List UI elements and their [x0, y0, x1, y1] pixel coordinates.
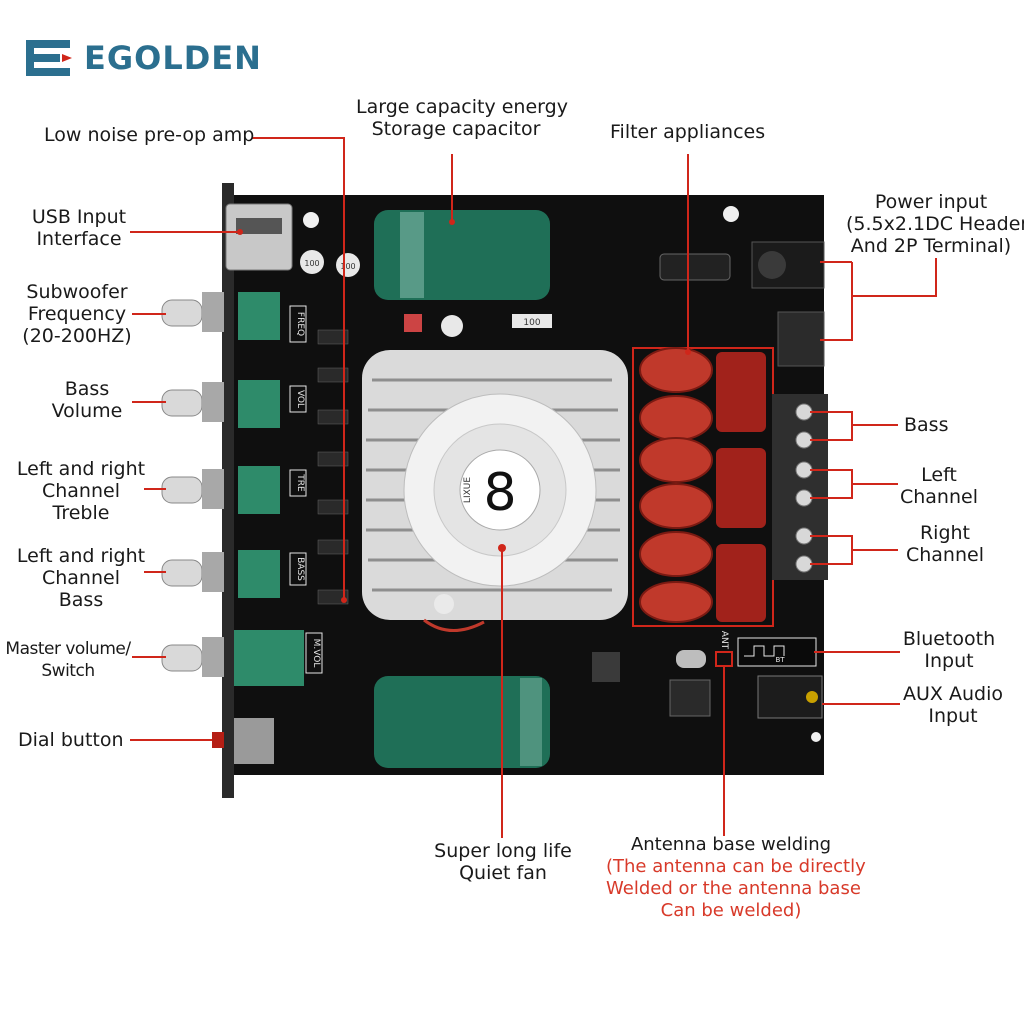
callout-lr-bass-line1: Left and right: [16, 545, 146, 567]
callout-capacitor-line1: Large capacity energy: [356, 96, 568, 118]
callout-master: Master volume/ Switch: [4, 638, 132, 682]
fan-hub-label: LIXUE: [463, 477, 473, 503]
callout-bass-volume: Bass Volume: [40, 378, 134, 422]
knob-lr-bass: [161, 550, 280, 598]
egolden-logo-icon: [26, 40, 72, 76]
mount-hole: [303, 212, 319, 228]
callout-usb-line2: Interface: [36, 228, 122, 250]
callout-fan-line1: Super long life: [434, 840, 572, 862]
callout-low-noise: Low noise pre-op amp: [44, 124, 255, 146]
callout-left-channel-line2: Channel: [899, 486, 978, 508]
callout-usb-line1: USB Input: [31, 206, 127, 228]
bt-label: BT: [775, 656, 785, 664]
callout-treble-line2: Channel: [41, 480, 120, 502]
callout-power: Power input (5.5x2.1DC Header And 2P Ter…: [846, 191, 1024, 257]
knob-bass-volume: [161, 380, 280, 428]
callout-lines: [130, 137, 937, 838]
knob-subwoofer: [161, 292, 280, 340]
callout-capacitor-line2: Storage capacitor: [371, 118, 541, 140]
callout-bluetooth-line1: Bluetooth: [902, 628, 996, 650]
usb-port: [225, 203, 293, 271]
callout-antenna-note-line3: Can be welded): [660, 900, 802, 921]
callout-aux: AUX Audio Input: [898, 683, 1008, 727]
output-terminals: [772, 394, 828, 580]
freq-label: FREQ: [295, 312, 305, 336]
callout-dial: Dial button: [18, 729, 124, 751]
callout-aux-line2: Input: [928, 705, 978, 727]
callout-bass-volume-line1: Bass: [64, 378, 110, 400]
callout-usb: USB Input Interface: [24, 206, 134, 250]
callout-left-channel: Left Channel: [896, 464, 982, 508]
callout-right-channel-line2: Channel: [905, 544, 984, 566]
callout-power-line1: Power input: [874, 191, 988, 213]
capacitor-bottom: [374, 676, 550, 768]
callout-treble-line3: Treble: [52, 502, 110, 524]
callout-antenna-note-line2: Welded or the antenna base: [606, 878, 861, 899]
mvol-label: M.VOL: [311, 639, 321, 668]
bluetooth-module: [737, 637, 817, 667]
callout-fan: Super long life Quiet fan: [430, 840, 576, 884]
callout-subwoofer-line1: Subwoofer: [26, 281, 128, 303]
callout-treble: Left and right Channel Treble: [14, 458, 148, 524]
callout-bluetooth-line2: Input: [924, 650, 974, 672]
callout-power-line3: And 2P Terminal): [850, 235, 1012, 257]
dial-button: [212, 718, 274, 764]
mount-hole: [723, 206, 739, 222]
callout-master-line1: Master volume/: [5, 639, 131, 659]
bass-label: BASS: [295, 557, 305, 581]
callout-antenna: Antenna base welding (The antenna can be…: [606, 834, 866, 922]
tre-label: TRE: [295, 473, 305, 492]
callout-antenna-note-line1: (The antenna can be directly: [606, 856, 866, 877]
callout-treble-line1: Left and right: [16, 458, 146, 480]
callout-fan-line2: Quiet fan: [459, 862, 547, 884]
front-panel: [222, 183, 234, 798]
callout-bass-volume-line2: Volume: [51, 400, 123, 422]
cap-label-2: 100: [340, 262, 355, 271]
knob-master: [161, 630, 304, 686]
callout-left-channel-line1: Left: [921, 464, 957, 486]
fan-logo: 8: [483, 463, 516, 523]
callout-antenna-title: Antenna base welding: [630, 834, 832, 855]
callout-right-channel: Right Channel: [902, 522, 988, 566]
callout-lr-bass-line2: Channel: [41, 567, 120, 589]
vol-label: VOL: [295, 390, 305, 408]
callout-capacitor: Large capacity energy Storage capacitor: [356, 96, 568, 140]
power-terminal: [777, 311, 825, 367]
callout-filter: Filter appliances: [610, 121, 766, 143]
callout-aux-line1: AUX Audio: [903, 683, 1003, 705]
callout-subwoofer: Subwoofer Frequency (20-200HZ): [18, 281, 136, 347]
callout-right-channel-line1: Right: [919, 522, 971, 544]
cap-label-1: 100: [304, 259, 319, 268]
brand-name: EGOLDEN: [84, 39, 262, 77]
knob-treble: [161, 466, 280, 514]
resistor-label: 100: [523, 318, 540, 328]
callout-power-line2: (5.5x2.1DC Header: [846, 213, 1024, 235]
callout-master-line2: Switch: [41, 661, 95, 681]
callout-subwoofer-line3: (20-200HZ): [22, 325, 132, 347]
brand: EGOLDEN: [22, 34, 262, 82]
mount-hole: [811, 732, 821, 742]
ant-label: ANT: [719, 631, 729, 650]
callout-lr-bass: Left and right Channel Bass: [14, 545, 148, 611]
callout-lr-bass-line3: Bass: [58, 589, 104, 611]
callout-subwoofer-line2: Frequency: [27, 303, 127, 325]
callout-bluetooth: Bluetooth Input: [898, 628, 1000, 672]
callout-bass-out: Bass: [904, 414, 949, 436]
